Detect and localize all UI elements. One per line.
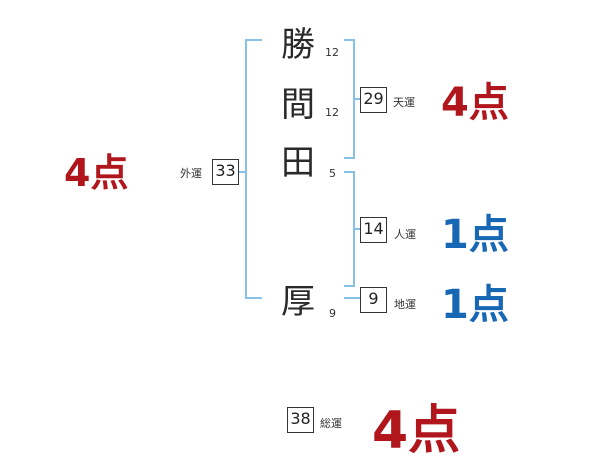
stroke-count-4: 9: [329, 307, 336, 320]
chikaku-value: 9: [360, 287, 387, 313]
stroke-count-3: 5: [329, 167, 336, 180]
name-char-4: 厚: [281, 282, 315, 322]
name-char-3: 田: [281, 143, 315, 183]
jinkaku-label: 人運: [394, 228, 416, 241]
tenkaku-bracket: [344, 39, 355, 159]
stroke-count-2: 12: [325, 106, 339, 119]
stroke-count-1: 12: [325, 46, 339, 59]
tenkaku-value: 29: [360, 87, 387, 113]
jinkaku-value: 14: [360, 217, 387, 243]
gaikaku-score: 4点: [64, 151, 129, 195]
chikaku-label: 地運: [394, 298, 416, 311]
tenkaku-score: 4点: [441, 80, 509, 126]
soukaku-value: 38: [287, 407, 314, 433]
soukaku-label: 総運: [320, 417, 342, 430]
chikaku-score: 1点: [441, 282, 509, 328]
jinkaku-bracket: [344, 171, 355, 287]
name-char-1: 勝: [281, 25, 315, 65]
tenkaku-label: 天運: [393, 96, 415, 109]
outer-bracket: [245, 39, 262, 299]
gaikaku-label: 外運: [180, 167, 202, 180]
gaikaku-value: 33: [212, 159, 239, 185]
jinkaku-score: 1点: [441, 212, 509, 258]
name-char-2: 間: [281, 85, 315, 125]
soukaku-score: 4点: [372, 401, 461, 461]
